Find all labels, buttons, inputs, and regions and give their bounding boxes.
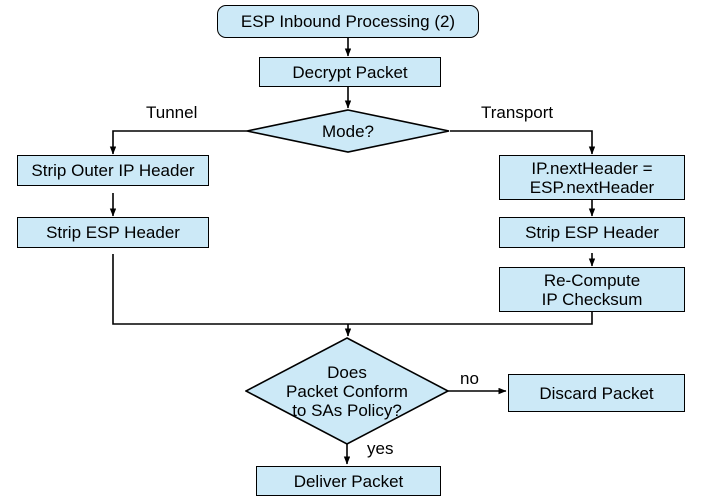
edge-label-tunnel: Tunnel	[146, 103, 198, 122]
node-recompute-ip-checksum-label-line1: Re-Compute	[543, 270, 641, 290]
node-mode-decision[interactable]: Mode?	[246, 109, 450, 153]
node-recompute-ip-checksum-label-line2: IP Checksum	[541, 289, 643, 309]
node-discard-packet[interactable]: Discard Packet	[508, 374, 685, 412]
node-deliver-packet[interactable]: Deliver Packet	[256, 466, 441, 496]
node-conform-decision-label-line3: to SAs Policy?	[292, 400, 402, 420]
node-decrypt-packet[interactable]: Decrypt Packet	[259, 57, 441, 87]
node-strip-esp-header-right[interactable]: Strip ESP Header	[499, 217, 685, 248]
node-ip-nextheader-label-line2: ESP.nextHeader	[529, 177, 655, 197]
edge-left-merge	[112, 254, 348, 325]
node-conform-decision-label-line1: Does	[327, 362, 367, 382]
mode-diamond-shape	[246, 109, 450, 153]
node-start[interactable]: ESP Inbound Processing (2)	[217, 5, 479, 38]
node-start-label: ESP Inbound Processing (2)	[240, 12, 456, 31]
node-conform-decision-label-line2: Packet Conform	[286, 381, 408, 401]
edge-right-merge	[348, 312, 593, 325]
conform-diamond-shape	[245, 337, 449, 445]
node-deliver-packet-label: Deliver Packet	[293, 471, 404, 491]
node-decrypt-packet-label: Decrypt Packet	[292, 62, 408, 82]
node-strip-outer-ip-header[interactable]: Strip Outer IP Header	[17, 155, 209, 186]
node-conform-decision[interactable]: Does Packet Conform to SAs Policy?	[245, 337, 449, 445]
node-ip-nextheader-label-line1: IP.nextHeader =	[531, 158, 653, 178]
node-strip-esp-header-right-label: Strip ESP Header	[525, 223, 659, 242]
node-strip-esp-header-left-label: Strip ESP Header	[46, 223, 180, 242]
edge-label-transport: Transport	[481, 103, 554, 122]
node-discard-packet-label: Discard Packet	[539, 383, 654, 403]
edge-mode-transport	[450, 130, 596, 155]
node-recompute-ip-checksum[interactable]: Re-Compute IP Checksum	[499, 267, 685, 312]
node-strip-outer-ip-header-label: Strip Outer IP Header	[31, 161, 195, 180]
node-mode-decision-label: Mode?	[322, 121, 374, 141]
node-ip-nextheader[interactable]: IP.nextHeader = ESP.nextHeader	[499, 155, 685, 200]
edge-label-yes: yes	[367, 439, 394, 458]
node-strip-esp-header-left[interactable]: Strip ESP Header	[17, 217, 209, 248]
edge-label-no: no	[460, 369, 479, 388]
edge-mode-tunnel	[109, 130, 247, 155]
